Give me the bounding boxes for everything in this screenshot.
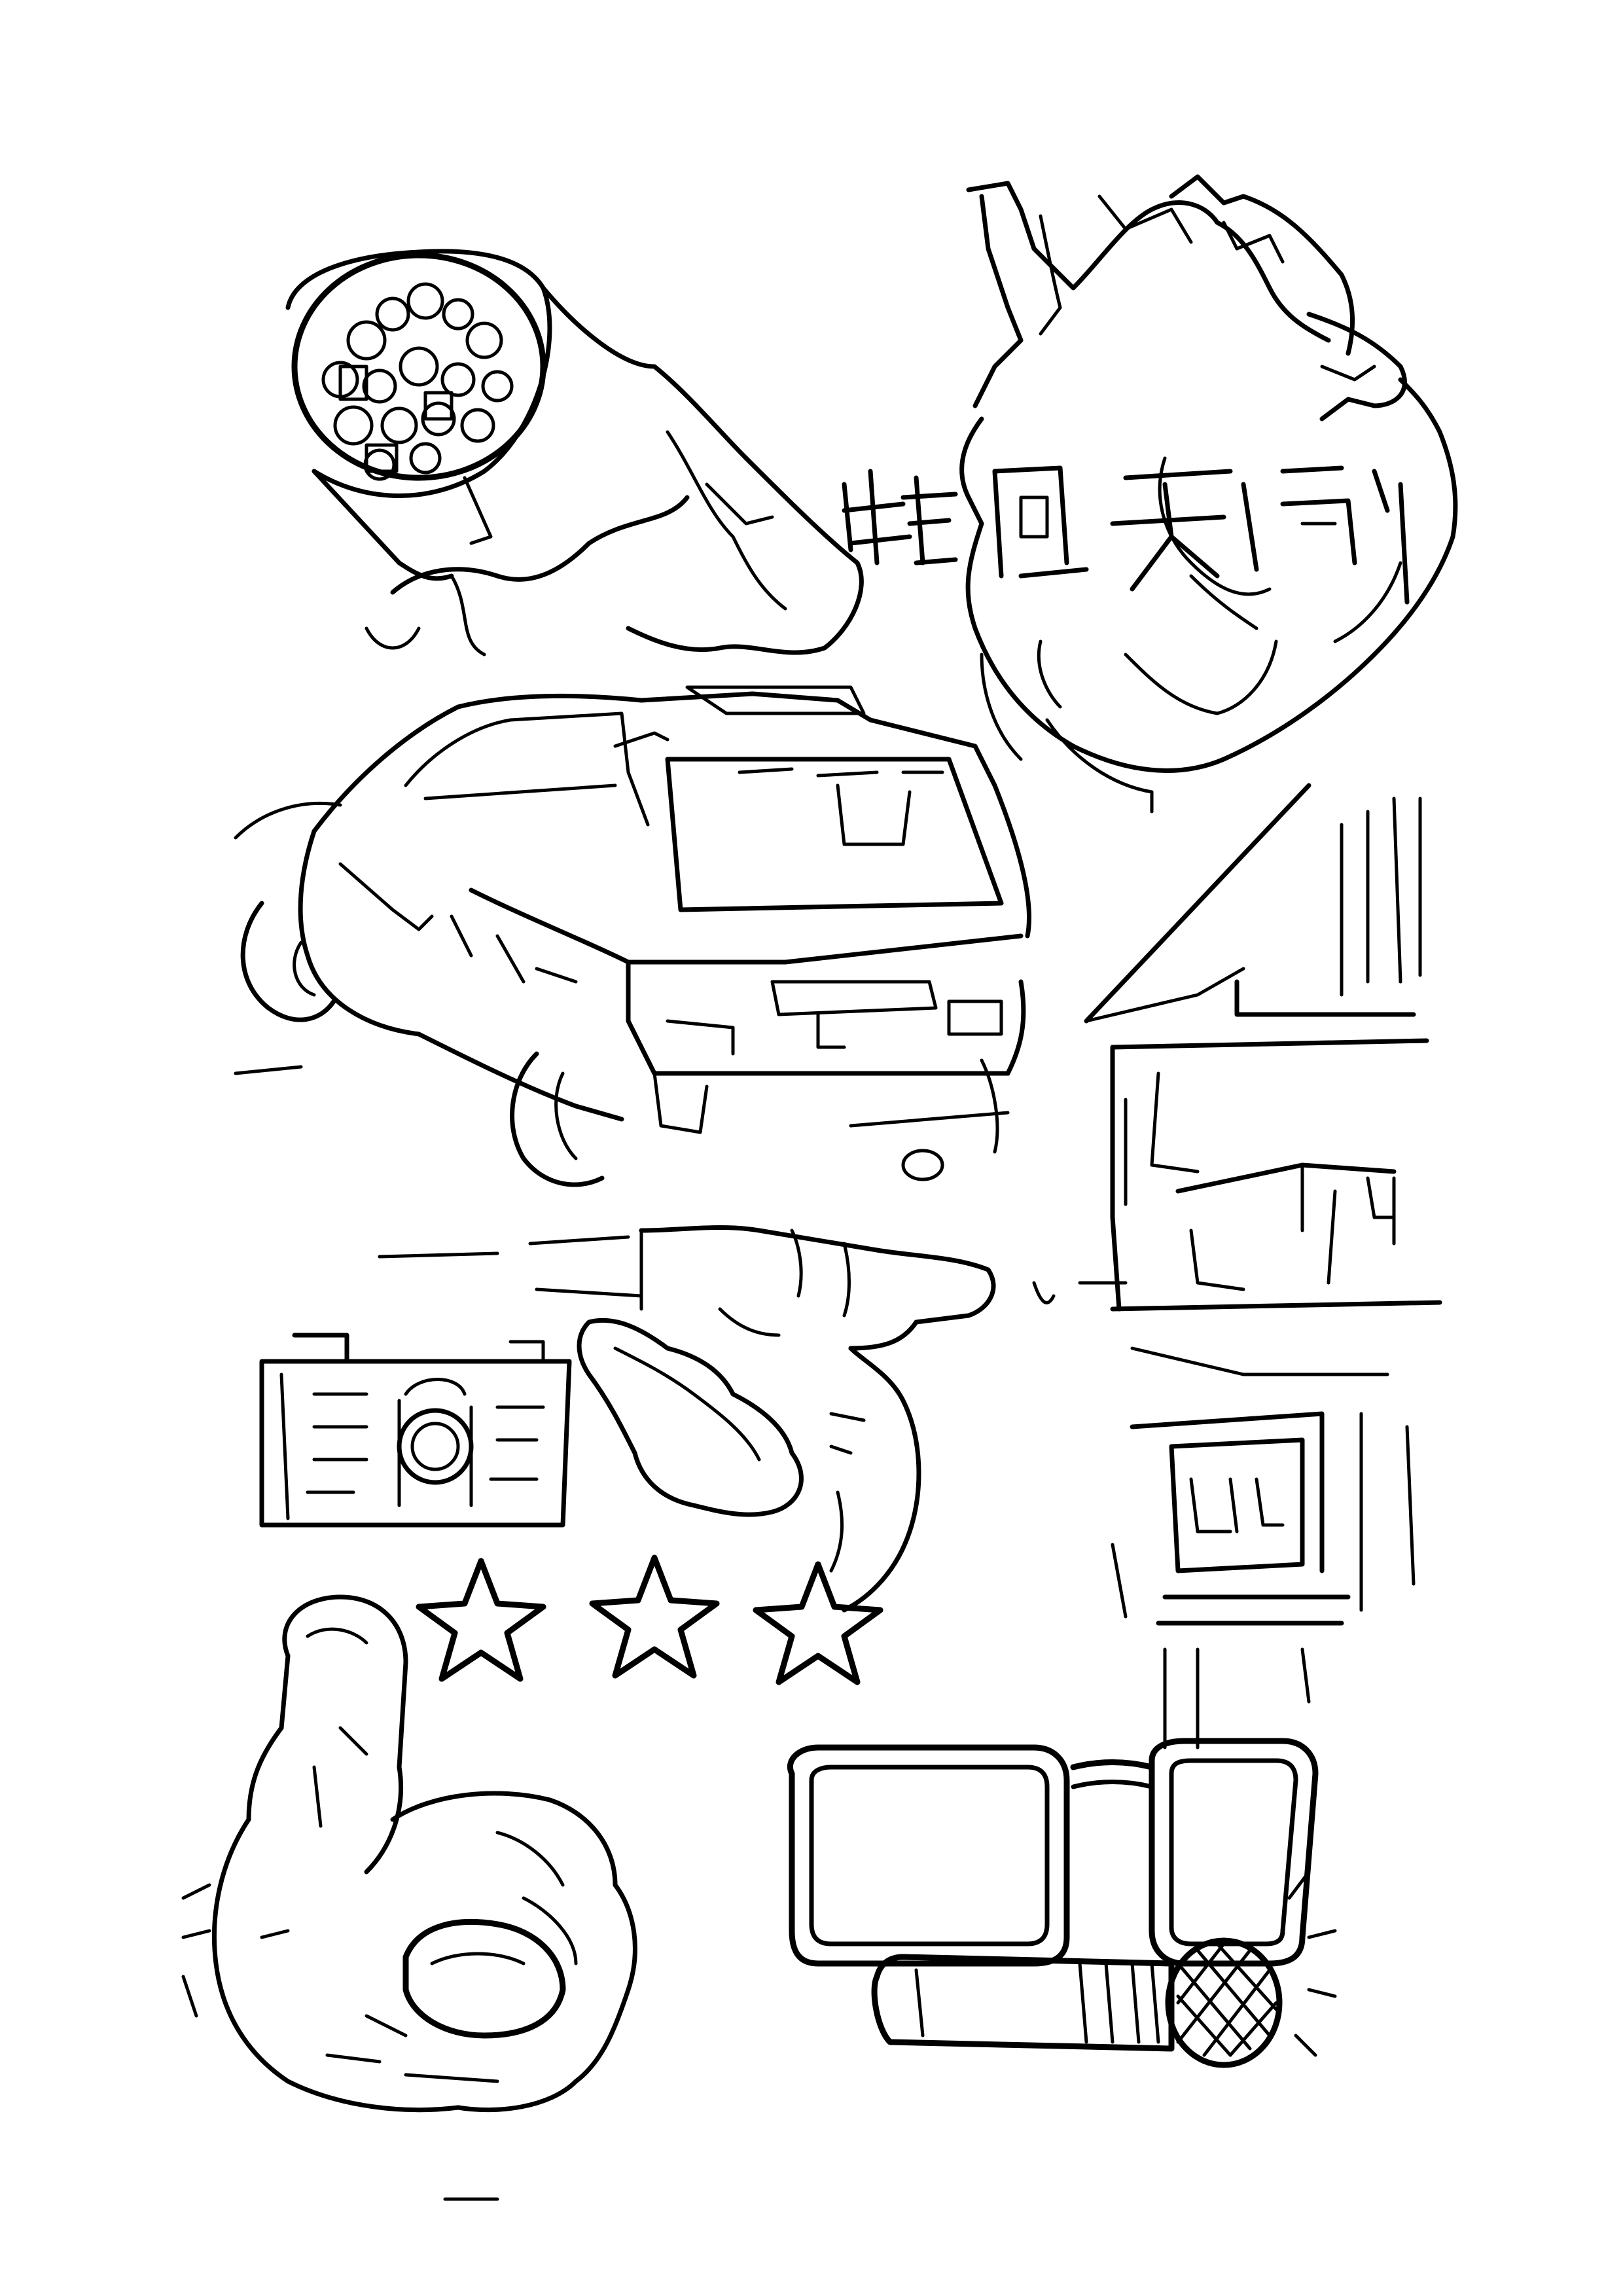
pointing-hand-icon [378, 1225, 1056, 1613]
lettering-glyphs [842, 465, 1410, 605]
star-icon [416, 1558, 546, 1682]
car-icon [234, 685, 1032, 1187]
building-icon [1078, 783, 1442, 1749]
microphone-icon [871, 1870, 1337, 2068]
star-icon [589, 1554, 720, 1679]
star-icon [753, 1561, 883, 1685]
three-stars [416, 1554, 883, 1685]
cigarette-icon [285, 249, 864, 656]
heart-icon [959, 174, 1458, 814]
thumbs-up-icon [181, 1594, 637, 2201]
camera-icon [259, 1333, 572, 1528]
glasses-icon [787, 1738, 1319, 1967]
